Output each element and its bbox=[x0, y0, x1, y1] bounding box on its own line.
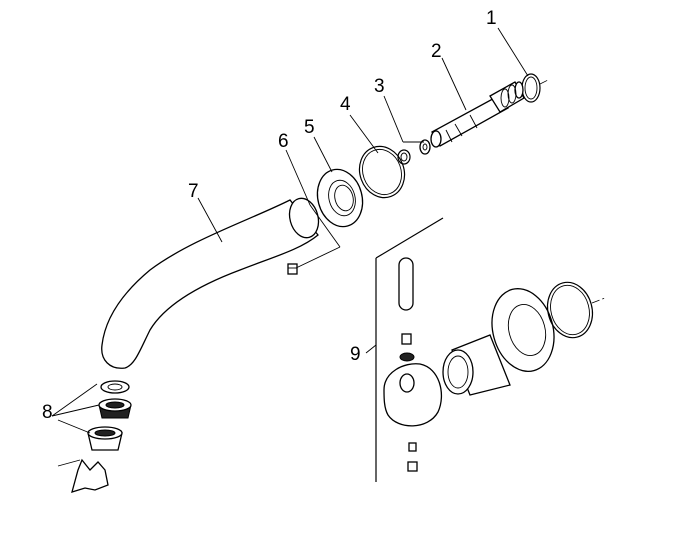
part-7-spout bbox=[101, 197, 320, 369]
part-label-5: 5 bbox=[304, 117, 315, 138]
part-label-7: 7 bbox=[188, 181, 199, 202]
part-6-set-screw bbox=[287, 263, 298, 275]
part-label-8: 8 bbox=[42, 402, 53, 423]
part-1-o-ring bbox=[521, 73, 549, 103]
part-9-handle-assembly bbox=[375, 217, 606, 482]
part-label-1: 1 bbox=[486, 8, 497, 29]
part-8-aerator bbox=[71, 380, 132, 493]
part-5-flange bbox=[316, 168, 364, 228]
part-2-shaft bbox=[430, 81, 525, 148]
part-label-9: 9 bbox=[350, 344, 361, 365]
part-label-4: 4 bbox=[340, 94, 351, 115]
part-4-large-o-ring bbox=[358, 145, 406, 199]
part-label-2: 2 bbox=[431, 41, 442, 62]
part-label-3: 3 bbox=[374, 76, 385, 97]
part-label-6: 6 bbox=[278, 131, 289, 152]
leader-lines bbox=[51, 27, 529, 467]
part-3-washers bbox=[397, 139, 431, 165]
